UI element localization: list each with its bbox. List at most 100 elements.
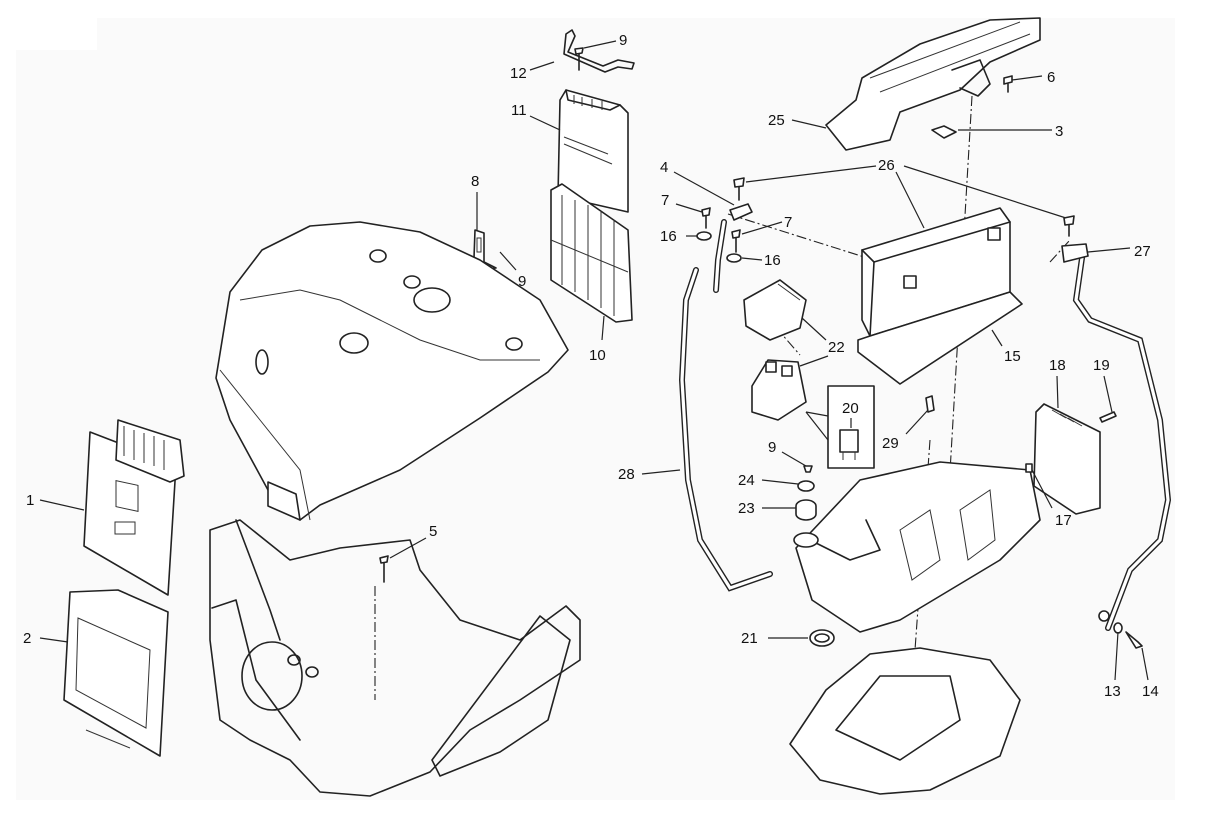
callout-23[interactable]: 23 (738, 500, 796, 517)
callout-label: 1 (26, 492, 34, 509)
callout-12[interactable]: 12 (510, 61, 555, 82)
callout-label: 9 (518, 273, 526, 290)
callout-label: 9 (768, 439, 776, 456)
callout-7b[interactable]: 7 (741, 214, 792, 235)
callout-16b[interactable]: 16 (741, 252, 781, 269)
callout-label: 16 (764, 252, 781, 269)
callout-label: 20 (842, 400, 859, 417)
callout-28[interactable]: 28 (618, 466, 681, 483)
part-battery-tray (793, 461, 1041, 633)
callout-9-mid[interactable]: 9 (499, 251, 526, 290)
callout-7a[interactable]: 7 (661, 192, 703, 213)
part-ecu-bracket (63, 589, 169, 757)
callout-6[interactable]: 6 (1011, 69, 1055, 86)
callout-24[interactable]: 24 (738, 472, 799, 489)
callout-8[interactable]: 8 (471, 173, 479, 230)
part-screw-5 (374, 555, 389, 700)
callout-label: 22 (828, 339, 845, 356)
part-screw-7-right (731, 229, 741, 253)
callout-label: 17 (1055, 512, 1072, 529)
callout-label: 5 (429, 523, 437, 540)
part-battery-screw-left (733, 177, 745, 201)
callout-label: 10 (589, 347, 606, 364)
part-fuse-box-holder (550, 183, 633, 323)
part-terminal-4 (729, 203, 753, 221)
callout-2[interactable]: 2 (23, 630, 69, 647)
part-screw-7-left (701, 207, 711, 229)
part-washer-13 (1113, 622, 1123, 634)
callout-3[interactable]: 3 (958, 123, 1063, 140)
part-battery-pad (857, 291, 1023, 385)
part-grommet-21 (809, 629, 835, 647)
part-washer-24 (797, 480, 815, 492)
callout-label: 12 (510, 65, 527, 82)
part-washer-16-right (726, 253, 742, 263)
callout-label: 16 (660, 228, 677, 245)
callout-label: 24 (738, 472, 755, 489)
assembly-axis (1049, 239, 1071, 263)
part-spacer-17 (1025, 463, 1033, 473)
part-battery-strap (825, 17, 1041, 151)
part-battery-screw-right (1063, 215, 1075, 237)
part-starter-relay (751, 359, 807, 421)
callout-1[interactable]: 1 (26, 492, 85, 511)
part-fastener-29 (925, 395, 935, 413)
callout-label: 9 (619, 32, 627, 49)
callout-25[interactable]: 25 (768, 112, 827, 129)
part-voltage-regulator (1033, 403, 1101, 515)
callout-label: 19 (1093, 357, 1110, 374)
callout-label: 8 (471, 173, 479, 190)
callout-15[interactable]: 15 (991, 329, 1021, 365)
callout-label: 23 (738, 500, 755, 517)
callout-4[interactable]: 4 (660, 159, 735, 206)
callout-label: 28 (618, 466, 635, 483)
assembly-axis (727, 213, 881, 263)
callout-9-lower[interactable]: 9 (768, 439, 807, 467)
callout-label: 3 (1055, 123, 1063, 140)
part-screw-19 (1099, 411, 1117, 423)
callout-14[interactable]: 14 (1141, 647, 1159, 700)
callout-label: 26 (878, 157, 895, 174)
callout-18[interactable]: 18 (1049, 357, 1066, 409)
callout-22[interactable]: 22 (799, 317, 845, 367)
part-clip-nut (931, 125, 957, 139)
callout-26[interactable]: 26 (745, 157, 1067, 229)
callout-29[interactable]: 29 (882, 409, 929, 452)
callout-label: 27 (1134, 243, 1151, 260)
callout-label: 14 (1142, 683, 1159, 700)
callout-20[interactable]: 20 (842, 400, 859, 428)
callout-16a[interactable]: 16 (660, 228, 697, 245)
callout-label: 7 (661, 192, 669, 209)
callout-label: 13 (1104, 683, 1121, 700)
part-retaining-bracket (563, 29, 635, 73)
part-lower-frame (209, 519, 581, 797)
callout-27[interactable]: 27 (1087, 243, 1151, 260)
callout-label: 2 (23, 630, 31, 647)
callout-label: 21 (741, 630, 758, 647)
callout-17[interactable]: 17 (1031, 469, 1072, 529)
callout-13[interactable]: 13 (1104, 631, 1121, 700)
part-airbox (215, 221, 569, 521)
callout-21[interactable]: 21 (741, 630, 808, 647)
callout-10[interactable]: 10 (589, 315, 606, 364)
callout-label: 4 (660, 159, 668, 176)
callout-label: 7 (784, 214, 792, 231)
callout-9-top[interactable]: 9 (583, 32, 627, 49)
diagram-corner-blank (0, 0, 97, 50)
callout-11[interactable]: 11 (511, 102, 561, 131)
callout-label: 29 (882, 435, 899, 452)
callout-19[interactable]: 19 (1093, 357, 1113, 413)
callout-label: 18 (1049, 357, 1066, 374)
callout-label: 15 (1004, 348, 1021, 365)
part-relay-cover (743, 279, 807, 341)
part-screw-14 (1125, 631, 1143, 649)
part-positive-cable (678, 219, 773, 592)
part-washer-16-left (696, 231, 712, 241)
part-screw-top (574, 47, 584, 71)
callout-label: 6 (1047, 69, 1055, 86)
part-screw-6 (1003, 75, 1013, 93)
callout-label: 25 (768, 112, 785, 129)
callout-5[interactable]: 5 (389, 523, 437, 559)
part-fuse-box (557, 89, 629, 213)
